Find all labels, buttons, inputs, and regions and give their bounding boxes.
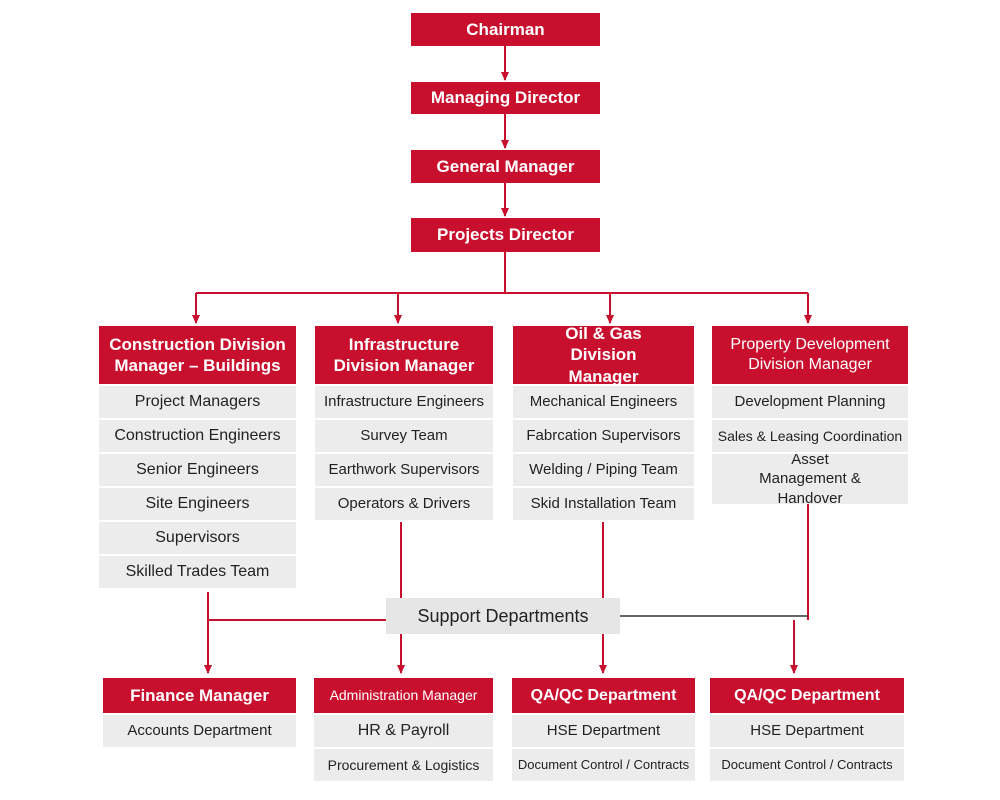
construction-item: Site Engineers [99,488,296,520]
infrastructure-division-header: Infrastructure Division Manager [315,326,493,384]
construction-item: Project Managers [99,386,296,418]
projects-director-box: Projects Director [411,218,600,252]
property-item: Development Planning [712,386,908,418]
construction-item: Supervisors [99,522,296,554]
qaqc-item-2: HSE Department [710,715,904,747]
construction-item: Skilled Trades Team [99,556,296,588]
infrastructure-item: Infrastructure Engineers [315,386,493,418]
chairman-box: Chairman [411,13,600,46]
general-manager-box: General Manager [411,150,600,183]
oil-gas-division-header: Oil & Gas Division Manager [513,324,694,386]
managing-director-box: Managing Director [411,82,600,114]
support-departments-label: Support Departments [386,598,620,634]
qaqc-item: Document Control / Contracts [512,749,695,781]
oil-gas-item: Fabrcation Supervisors [513,420,694,452]
construction-item: Senior Engineers [99,454,296,486]
construction-division-header: Construction Division Manager – Building… [99,326,296,384]
infrastructure-item: Earthwork Supervisors [315,454,493,486]
property-item: Asset Management & Handover [712,451,908,507]
oil-gas-item: Mechanical Engineers [513,386,694,418]
finance-item: Accounts Department [103,715,296,747]
construction-item: Construction Engineers [99,420,296,452]
qaqc-department-box: QA/QC Department [512,678,695,713]
administration-manager-box: Administration Manager [314,678,493,713]
infrastructure-item: Survey Team [315,420,493,452]
qaqc-item: HSE Department [512,715,695,747]
finance-manager-box: Finance Manager [103,678,296,713]
administration-item: Procurement & Logistics [314,749,493,781]
qaqc-item-2: Document Control / Contracts [710,749,904,781]
oil-gas-item: Welding / Piping Team [513,454,694,486]
infrastructure-item: Operators & Drivers [315,488,493,520]
qaqc-department-box-2: QA/QC Department [710,678,904,713]
administration-item: HR & Payroll [314,715,493,747]
property-item: Sales & Leasing Coordination [712,420,908,452]
property-division-header: Property Development Division Manager [712,326,908,384]
oil-gas-item: Skid Installation Team [513,488,694,520]
